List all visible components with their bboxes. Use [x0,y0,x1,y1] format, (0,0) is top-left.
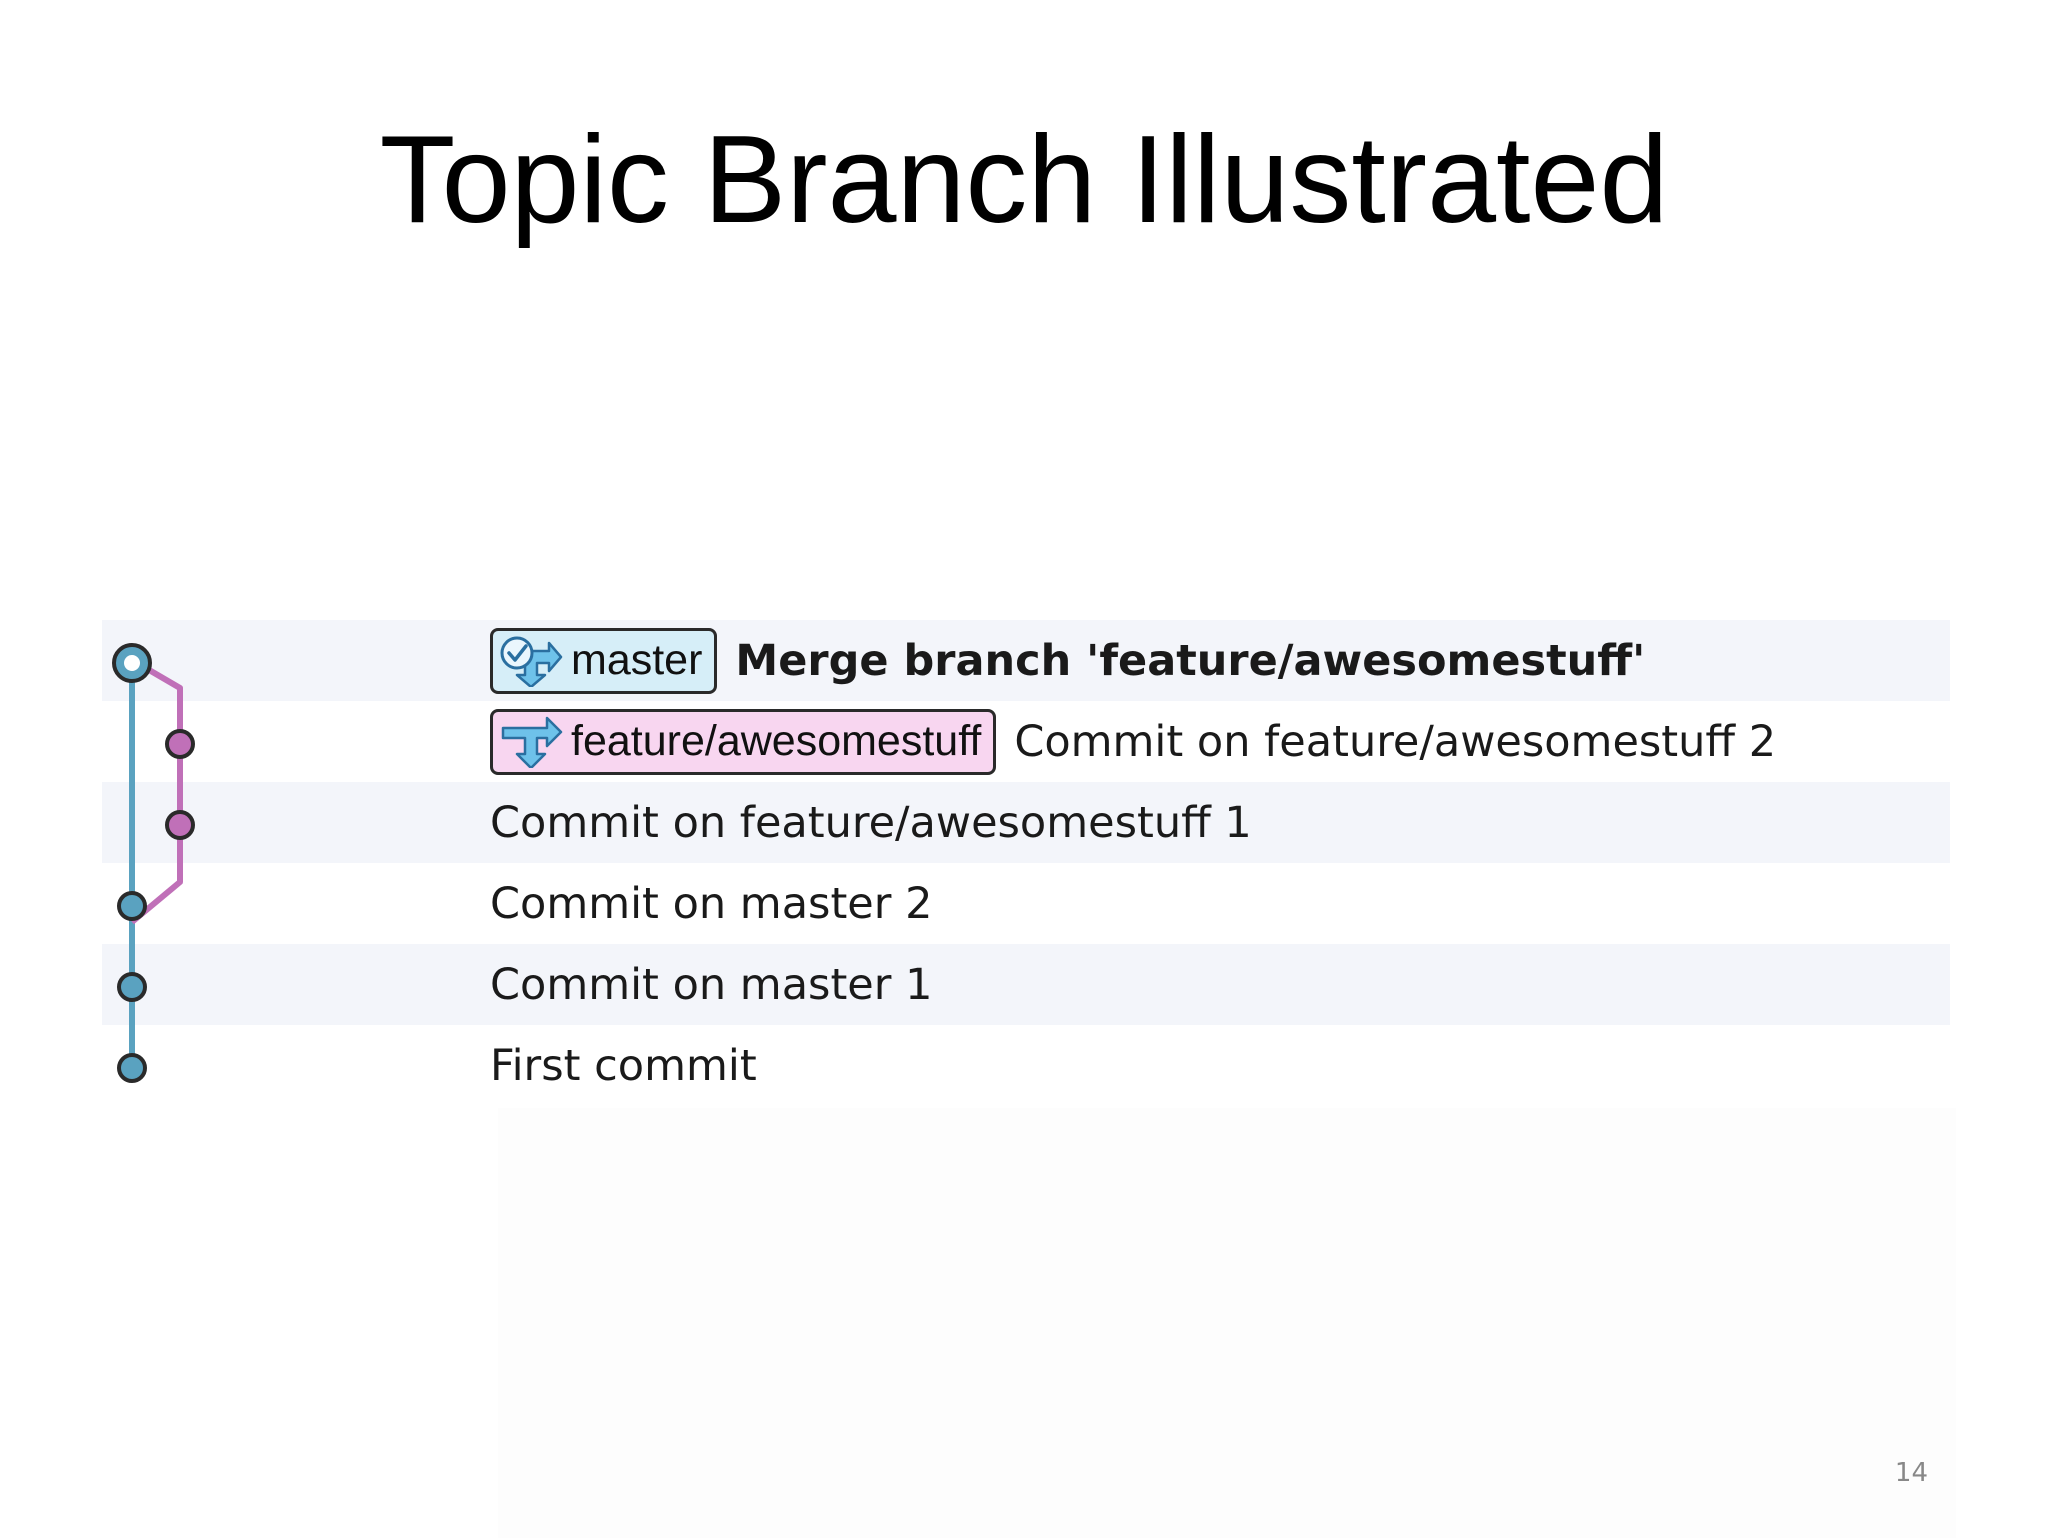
commit-message: Commit on master 2 [490,878,933,929]
row-band [102,863,1950,944]
commit-row[interactable]: Commit on feature/awesomestuff 1 [490,782,1252,863]
branch-tag-master[interactable]: master [490,627,718,694]
page-number: 14 [1894,1458,1928,1488]
commit-row[interactable]: Commit on master 1 [490,944,932,1025]
branch-icon [499,712,563,772]
head-commit-node-center [124,655,140,671]
commit-message: Commit on feature/awesomestuff 1 [490,797,1252,848]
commit-message: Commit on feature/awesomestuff 2 [1014,716,1777,767]
commit-message: Merge branch 'feature/awesomestuff' [735,635,1646,686]
branch-tag-label: master [571,636,703,684]
commit-rows-background [102,620,1950,1112]
commit-row[interactable]: feature/awesomestuff Commit on feature/a… [490,701,1776,782]
branch-tag-label: feature/awesomestuff [571,717,982,765]
branch-tag-feature[interactable]: feature/awesomestuff [490,708,997,775]
row-band [102,782,1950,863]
commit-row[interactable]: master Merge branch 'feature/awesomestuf… [490,620,1645,701]
empty-list-area [498,1108,1956,1538]
row-band [102,944,1950,1025]
row-band [102,1025,1950,1106]
feature-lane-line [130,657,183,925]
commit-message: Commit on master 1 [490,959,933,1010]
commit-row[interactable]: Commit on master 2 [490,863,932,944]
commit-row[interactable]: First commit [490,1025,757,1106]
commit-node-feature[interactable] [165,729,195,759]
current-branch-icon [499,631,563,691]
slide-title: Topic Branch Illustrated [379,111,1669,249]
commit-history-panel: master Merge branch 'feature/awesomestuf… [102,620,1996,1538]
commit-graph [112,643,195,1083]
commit-node-feature[interactable] [165,810,195,840]
commit-node-master[interactable] [117,972,147,1002]
commit-node-master[interactable] [117,891,147,921]
row-band [102,620,1950,701]
commit-node-master[interactable] [117,1053,147,1083]
commit-message: First commit [490,1040,757,1091]
